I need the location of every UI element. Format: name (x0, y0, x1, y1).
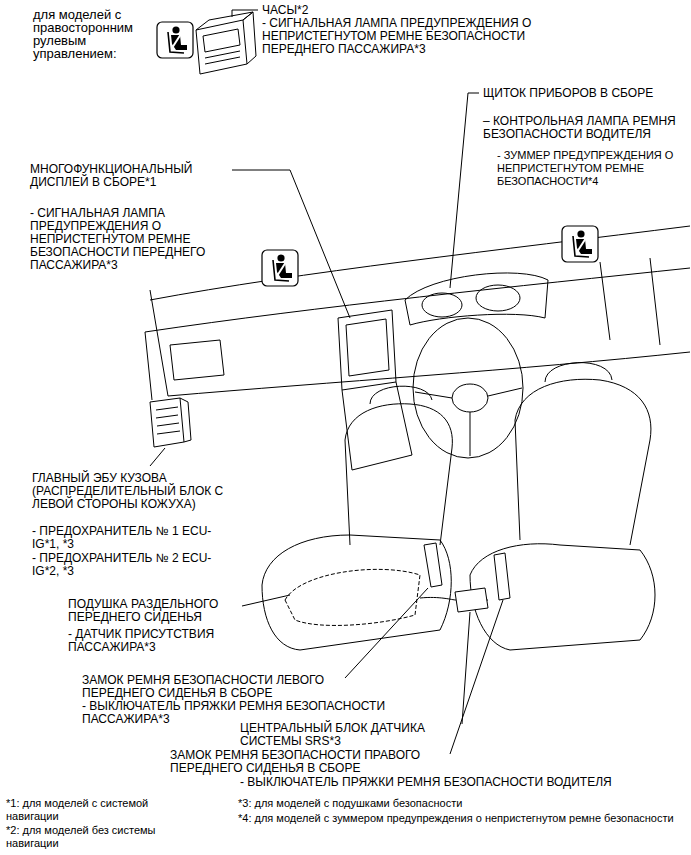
body-ecu (150, 398, 191, 447)
part-function: - ВЫКЛЮЧАТЕЛЬ ПРЯЖКИ РЕМНЯ БЕЗОПАСНОСТИ … (240, 776, 680, 789)
part-function: - ПРЕДОХРАНИТЕЛЬ № 1 ECU-IG*1, *3 (32, 525, 232, 551)
footnote: *4: для моделей с зуммером предупреждени… (238, 812, 678, 825)
seatbelt-icon (262, 250, 298, 286)
part-function: - ПРЕДОХРАНИТЕЛЬ № 2 ECU-IG*2, *3 (32, 552, 232, 578)
part-label: ЧАСЫ*2 (262, 4, 382, 17)
dashboard (145, 226, 690, 470)
buckles (424, 543, 510, 612)
footnote: *3: для моделей с подушками безопасности (238, 797, 678, 810)
part-function: – КОНТРОЛЬНАЯ ЛАМПА РЕМНЯ БЕЗОПАСНОСТИ В… (483, 115, 683, 141)
part-function: - СИГНАЛЬНАЯ ЛАМПА ПРЕДУПРЕЖДЕНИЯ О НЕПР… (30, 207, 230, 272)
seatbelt-icon (562, 226, 598, 262)
clock-unit (196, 12, 256, 74)
left-seat (262, 386, 456, 650)
part-label: МНОГОФУНКЦИОНАЛЬНЫЙ ДИСПЛЕЙ В СБОРЕ*1 (30, 163, 230, 189)
part-function: - СИГНАЛЬНАЯ ЛАМПА ПРЕДУПРЕЖДЕНИЯ О НЕПР… (262, 17, 552, 56)
leader-lines (150, 10, 503, 754)
part-label: ЗАМОК РЕМНЯ БЕЗОПАСНОСТИ ЛЕВОГО ПЕРЕДНЕГ… (82, 674, 352, 700)
part-function: - ЗУММЕР ПРЕДУПРЕЖДЕНИЯ О НЕПРИСТЕГНУТОМ… (497, 149, 685, 188)
seatbelt-icon (157, 22, 193, 58)
part-function: - ДАТЧИК ПРИСУТСТВИЯ ПАССАЖИРА*3 (68, 628, 253, 654)
part-label: ЗАМОК РЕМНЯ БЕЗОПАСНОСТИ ПРАВОГО ПЕРЕДНЕ… (170, 749, 445, 775)
footnote: *2: для моделей без системы навигации (6, 824, 191, 850)
note-text: для моделей с правосторонним рулевым упр… (33, 8, 153, 60)
right-seat (470, 363, 655, 650)
part-label: ПОДУШКА РАЗДЕЛЬНОГО ПЕРЕДНЕГО СИДЕНЬЯ (68, 598, 243, 624)
part-label: ЦЕНТРАЛЬНЫЙ БЛОК ДАТЧИКА СИСТЕМЫ SRS*3 (240, 722, 455, 748)
footnote: *1: для моделей с системой навигации (6, 797, 191, 823)
part-label: ГЛАВНЫЙ ЭБУ КУЗОВА (РАСПРЕДЕЛИТЕЛЬНЫЙ БЛ… (32, 472, 232, 511)
part-label: ЩИТОК ПРИБОРОВ В СБОРЕ (483, 87, 683, 100)
